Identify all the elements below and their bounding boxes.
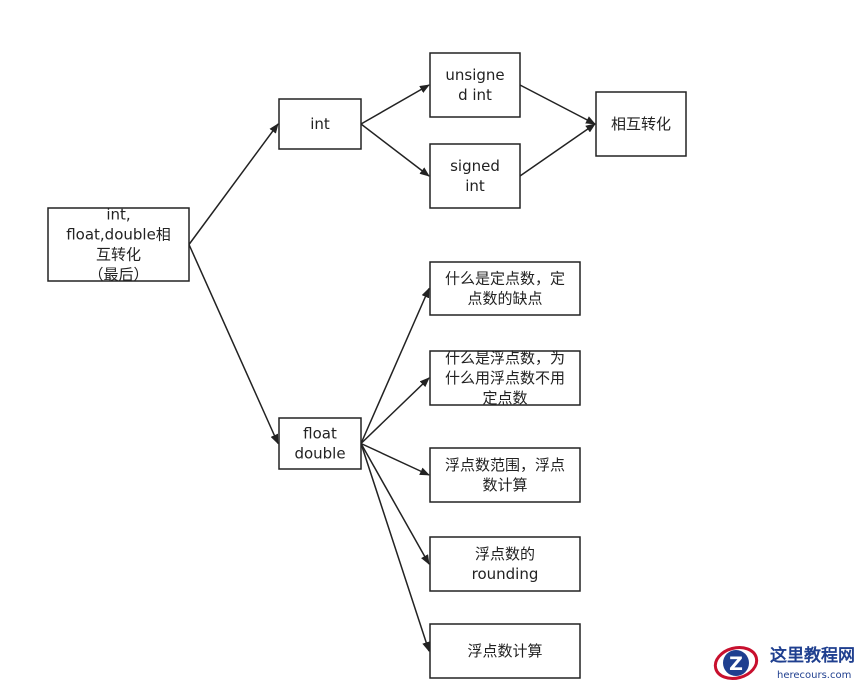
node-label: 互转化 xyxy=(96,246,141,264)
edge-float-to-floatpt xyxy=(360,377,430,445)
node-label: int xyxy=(310,115,330,133)
node-label: 浮点数计算 xyxy=(467,642,542,660)
node-box xyxy=(278,98,362,150)
node-label: （最后） xyxy=(88,266,148,284)
node-rounding: 浮点数的 rounding xyxy=(429,536,581,592)
node-box xyxy=(47,207,190,282)
edge-float-to-rounding xyxy=(360,443,430,565)
node-label: rounding xyxy=(472,565,539,583)
node-signed: signed int xyxy=(429,143,521,209)
edge-int-to-unsigned xyxy=(360,84,430,125)
node-calc: 浮点数计算 xyxy=(429,623,581,679)
edge-int-to-signed xyxy=(360,123,430,177)
node-label: 定点数 xyxy=(482,389,527,407)
node-box xyxy=(429,261,581,316)
node-label: float xyxy=(303,425,337,443)
node-label: float,double相 xyxy=(66,226,171,244)
node-label: 相互转化 xyxy=(611,115,671,133)
edge-signed-to-mutual xyxy=(519,123,596,177)
edge-unsigned-to-mutual xyxy=(519,84,596,125)
node-label: 浮点数的 xyxy=(475,545,535,563)
watermark-title: 这里教程网 xyxy=(770,645,855,666)
watermark-url: herecours.com xyxy=(777,670,851,681)
site-watermark: Z 这里教程网 herecours.com xyxy=(713,645,855,681)
node-box xyxy=(429,536,581,592)
node-box xyxy=(429,447,581,503)
node-box xyxy=(429,143,521,209)
node-box xyxy=(278,417,362,470)
node-range: 浮点数范围，浮点数计算 xyxy=(429,447,581,503)
node-box xyxy=(595,91,687,157)
node-label: double xyxy=(294,445,345,463)
node-label: int xyxy=(465,177,485,195)
node-label: 什么用浮点数不用 xyxy=(445,369,565,387)
node-label: 什么是浮点数，为 xyxy=(445,349,565,367)
edge-float-to-fixed xyxy=(360,287,430,444)
node-label: unsigne xyxy=(445,66,504,84)
node-label: 点数的缺点 xyxy=(467,290,542,308)
node-label: signed xyxy=(450,157,500,175)
logo-letter: Z xyxy=(729,653,743,675)
edge-float-to-calc xyxy=(360,443,430,652)
node-box xyxy=(429,350,581,406)
node-label: 什么是定点数，定 xyxy=(445,270,565,288)
node-int: int xyxy=(278,98,362,150)
node-float: float double xyxy=(278,417,362,470)
node-box xyxy=(429,52,521,118)
node-label: d int xyxy=(458,86,492,104)
node-mutual: 相互转化 xyxy=(595,91,687,157)
node-unsigned: unsigne d int xyxy=(429,52,521,118)
node-label: int, xyxy=(106,206,130,224)
node-label: 数计算 xyxy=(482,476,527,494)
edge-root-to-int xyxy=(188,123,279,245)
node-label: 浮点数范围，浮点 xyxy=(445,456,565,474)
logo-icon: Z xyxy=(713,646,759,680)
node-box xyxy=(429,623,581,679)
edge-float-to-range xyxy=(360,442,430,476)
edge-root-to-float xyxy=(188,244,279,445)
